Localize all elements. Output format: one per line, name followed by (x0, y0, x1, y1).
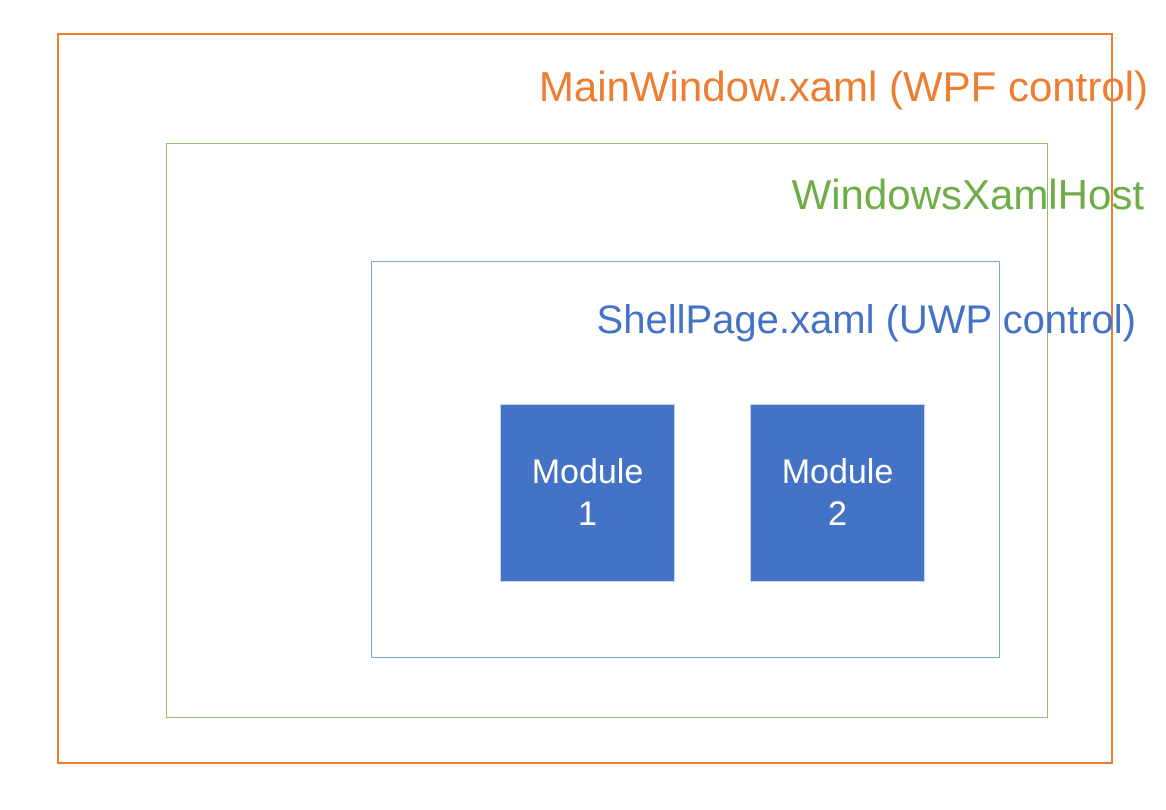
layer-windowsxamlhost-box (166, 143, 1048, 718)
layer-mainwindow-box (57, 33, 1113, 764)
module-tile-2: Module 2 (750, 404, 925, 582)
module-2-number: 2 (828, 495, 847, 533)
module-1-name: Module (531, 452, 644, 491)
module-2-name: Module (781, 452, 894, 491)
layer-shellpage-box (371, 261, 1000, 658)
module-tile-1: Module 1 (500, 404, 675, 582)
module-1-number: 1 (578, 495, 597, 533)
layer-windowsxamlhost-label: WindowsXamlHost (791, 171, 1144, 218)
layer-shellpage-label: ShellPage.xaml (UWP control) (596, 298, 1136, 342)
layer-mainwindow-label: MainWindow.xaml (WPF control) (538, 63, 1148, 110)
